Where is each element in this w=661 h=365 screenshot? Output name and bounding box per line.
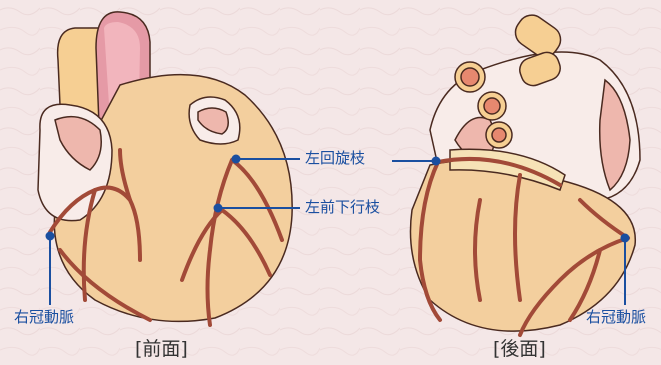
- right-coronary-front-label: 右冠動脈: [14, 310, 74, 325]
- left-circumflex-label: 左回旋枝: [305, 151, 365, 166]
- right-coronary-back-label: 右冠動脈: [586, 310, 646, 325]
- back-view-caption: [後面]: [493, 340, 546, 359]
- left-anterior-descending-label: 左前下行枝: [305, 200, 380, 215]
- front-view-caption: [前面]: [135, 340, 188, 359]
